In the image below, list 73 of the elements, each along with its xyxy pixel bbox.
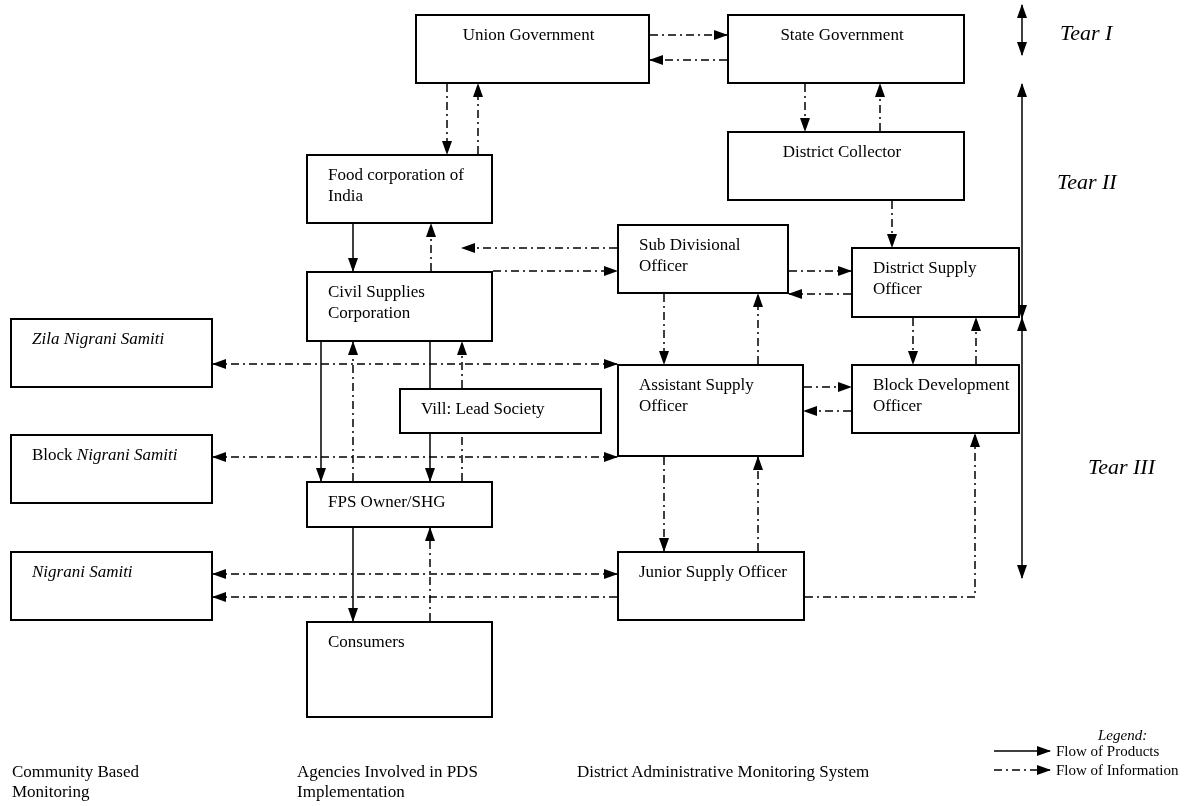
process-box — [306, 481, 493, 528]
arrow — [492, 266, 618, 276]
arrow — [649, 55, 728, 65]
arrow — [753, 293, 763, 365]
arrow — [212, 359, 618, 369]
box-label: Food corporation of India — [328, 164, 465, 206]
arrow — [212, 569, 618, 579]
arrow — [348, 223, 358, 272]
tier-label: Tear III — [1088, 453, 1157, 481]
box-label: Junior Supply Officer — [639, 561, 788, 582]
box-label: State Government — [780, 24, 905, 46]
process-box — [617, 364, 804, 457]
process-box — [727, 131, 965, 201]
arrow — [212, 592, 618, 602]
process-box — [851, 247, 1020, 318]
arrow — [804, 433, 980, 598]
arrow — [875, 83, 885, 132]
box-label: Union Government — [462, 24, 596, 46]
arrow — [887, 200, 897, 248]
arrow — [803, 382, 852, 392]
box-label: FPS Owner/SHG — [328, 491, 447, 512]
arrow — [473, 83, 483, 155]
arrow — [316, 341, 326, 482]
arrow — [461, 243, 618, 253]
arrow — [425, 527, 435, 622]
process-box — [10, 318, 213, 388]
legend-label: Flow of Information — [1056, 761, 1179, 779]
process-box — [399, 388, 602, 434]
box-label: Zila Nigrani Samiti — [32, 328, 166, 349]
process-box — [617, 224, 789, 294]
arrow — [659, 293, 669, 365]
tier-label: Tear I — [1060, 19, 1114, 47]
arrow — [348, 341, 358, 482]
process-box — [851, 364, 1020, 434]
arrow — [425, 433, 435, 482]
arrow — [971, 317, 981, 365]
legend-label: Flow of Products — [1056, 743, 1160, 760]
box-label: District Collector — [782, 141, 903, 163]
arrow — [348, 527, 358, 622]
column-caption: Agencies Involved in PDS Implementation — [297, 762, 479, 802]
arrow — [659, 456, 669, 552]
process-box — [617, 551, 805, 621]
process-box — [306, 271, 493, 342]
process-box — [306, 154, 493, 224]
arrow — [753, 456, 763, 552]
arrow — [788, 266, 852, 276]
arrow — [800, 83, 810, 132]
box-label: Nigrani Samiti — [32, 561, 134, 582]
arrow — [442, 83, 452, 155]
box-label: District Supply Officer — [873, 257, 978, 299]
box-label: Sub Divisional Officer — [639, 234, 742, 276]
column-caption: District Administrative Monitoring System — [577, 762, 871, 782]
box-label: Civil Supplies Corporation — [328, 281, 426, 323]
arrow — [803, 406, 852, 416]
arrow — [457, 341, 467, 389]
box-label: Vill: Lead Society — [421, 398, 546, 419]
arrow — [908, 317, 918, 365]
process-box — [10, 551, 213, 621]
box-label: Block Nigrani Samiti — [32, 444, 179, 465]
arrow — [426, 223, 436, 272]
box-label: Consumers — [328, 631, 406, 652]
process-box — [727, 14, 965, 84]
arrow — [788, 289, 852, 299]
tier-label: Tear II — [1057, 168, 1119, 196]
box-label: Assistant Supply Officer — [639, 374, 755, 416]
box-label: Block Development Officer — [873, 374, 1011, 416]
process-box — [415, 14, 650, 84]
legend-title: Legend: — [1098, 726, 1149, 745]
process-box — [306, 621, 493, 718]
column-caption: Community Based Monitoring — [12, 762, 141, 802]
process-box — [10, 434, 213, 504]
arrow — [649, 30, 728, 40]
arrow — [212, 452, 618, 462]
